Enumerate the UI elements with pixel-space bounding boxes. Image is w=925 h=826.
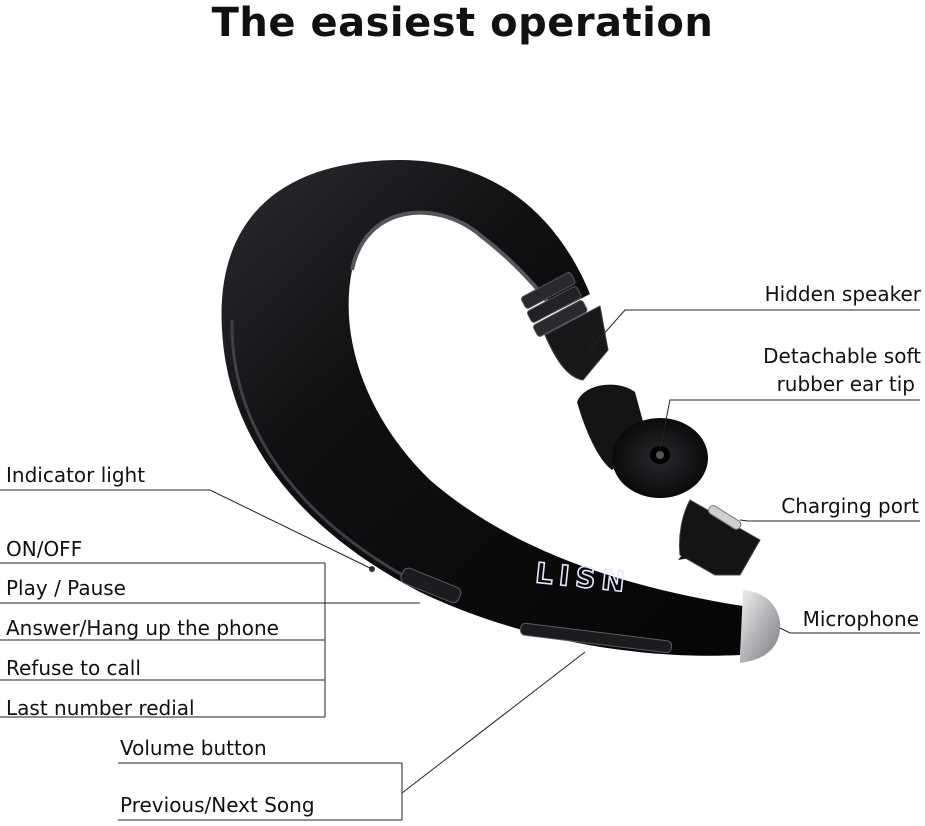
- microphone-cap: [740, 590, 781, 663]
- label-refuse: Refuse to call: [6, 656, 141, 680]
- label-microphone: Microphone: [802, 607, 919, 631]
- multi-function-button: [400, 567, 462, 604]
- charging-port-piece: [678, 499, 761, 576]
- label-ear-tip-line2: rubber ear tip: [776, 372, 915, 396]
- inner-edge-highlight: [350, 210, 557, 314]
- volume-button-shape: [519, 622, 673, 654]
- label-hidden-speaker: Hidden speaker: [764, 282, 921, 306]
- label-on-off: ON/OFF: [6, 537, 83, 561]
- label-ear-tip-line1: Detachable soft: [763, 344, 921, 368]
- label-prev-next: Previous/Next Song: [120, 793, 315, 817]
- outer-edge-highlight: [230, 319, 416, 584]
- ear-tip: [577, 384, 708, 498]
- label-volume: Volume button: [120, 736, 267, 760]
- label-play-pause: Play / Pause: [6, 576, 126, 600]
- label-charging-port: Charging port: [781, 494, 919, 518]
- earphone-body: [221, 160, 744, 656]
- label-redial: Last number redial: [6, 696, 195, 720]
- label-answer: Answer/Hang up the phone: [6, 616, 279, 640]
- leader-lines: [0, 309, 920, 821]
- label-indicator-light: Indicator light: [6, 463, 146, 487]
- page-title: The easiest operation: [211, 0, 714, 46]
- speaker-nozzle: [521, 272, 609, 381]
